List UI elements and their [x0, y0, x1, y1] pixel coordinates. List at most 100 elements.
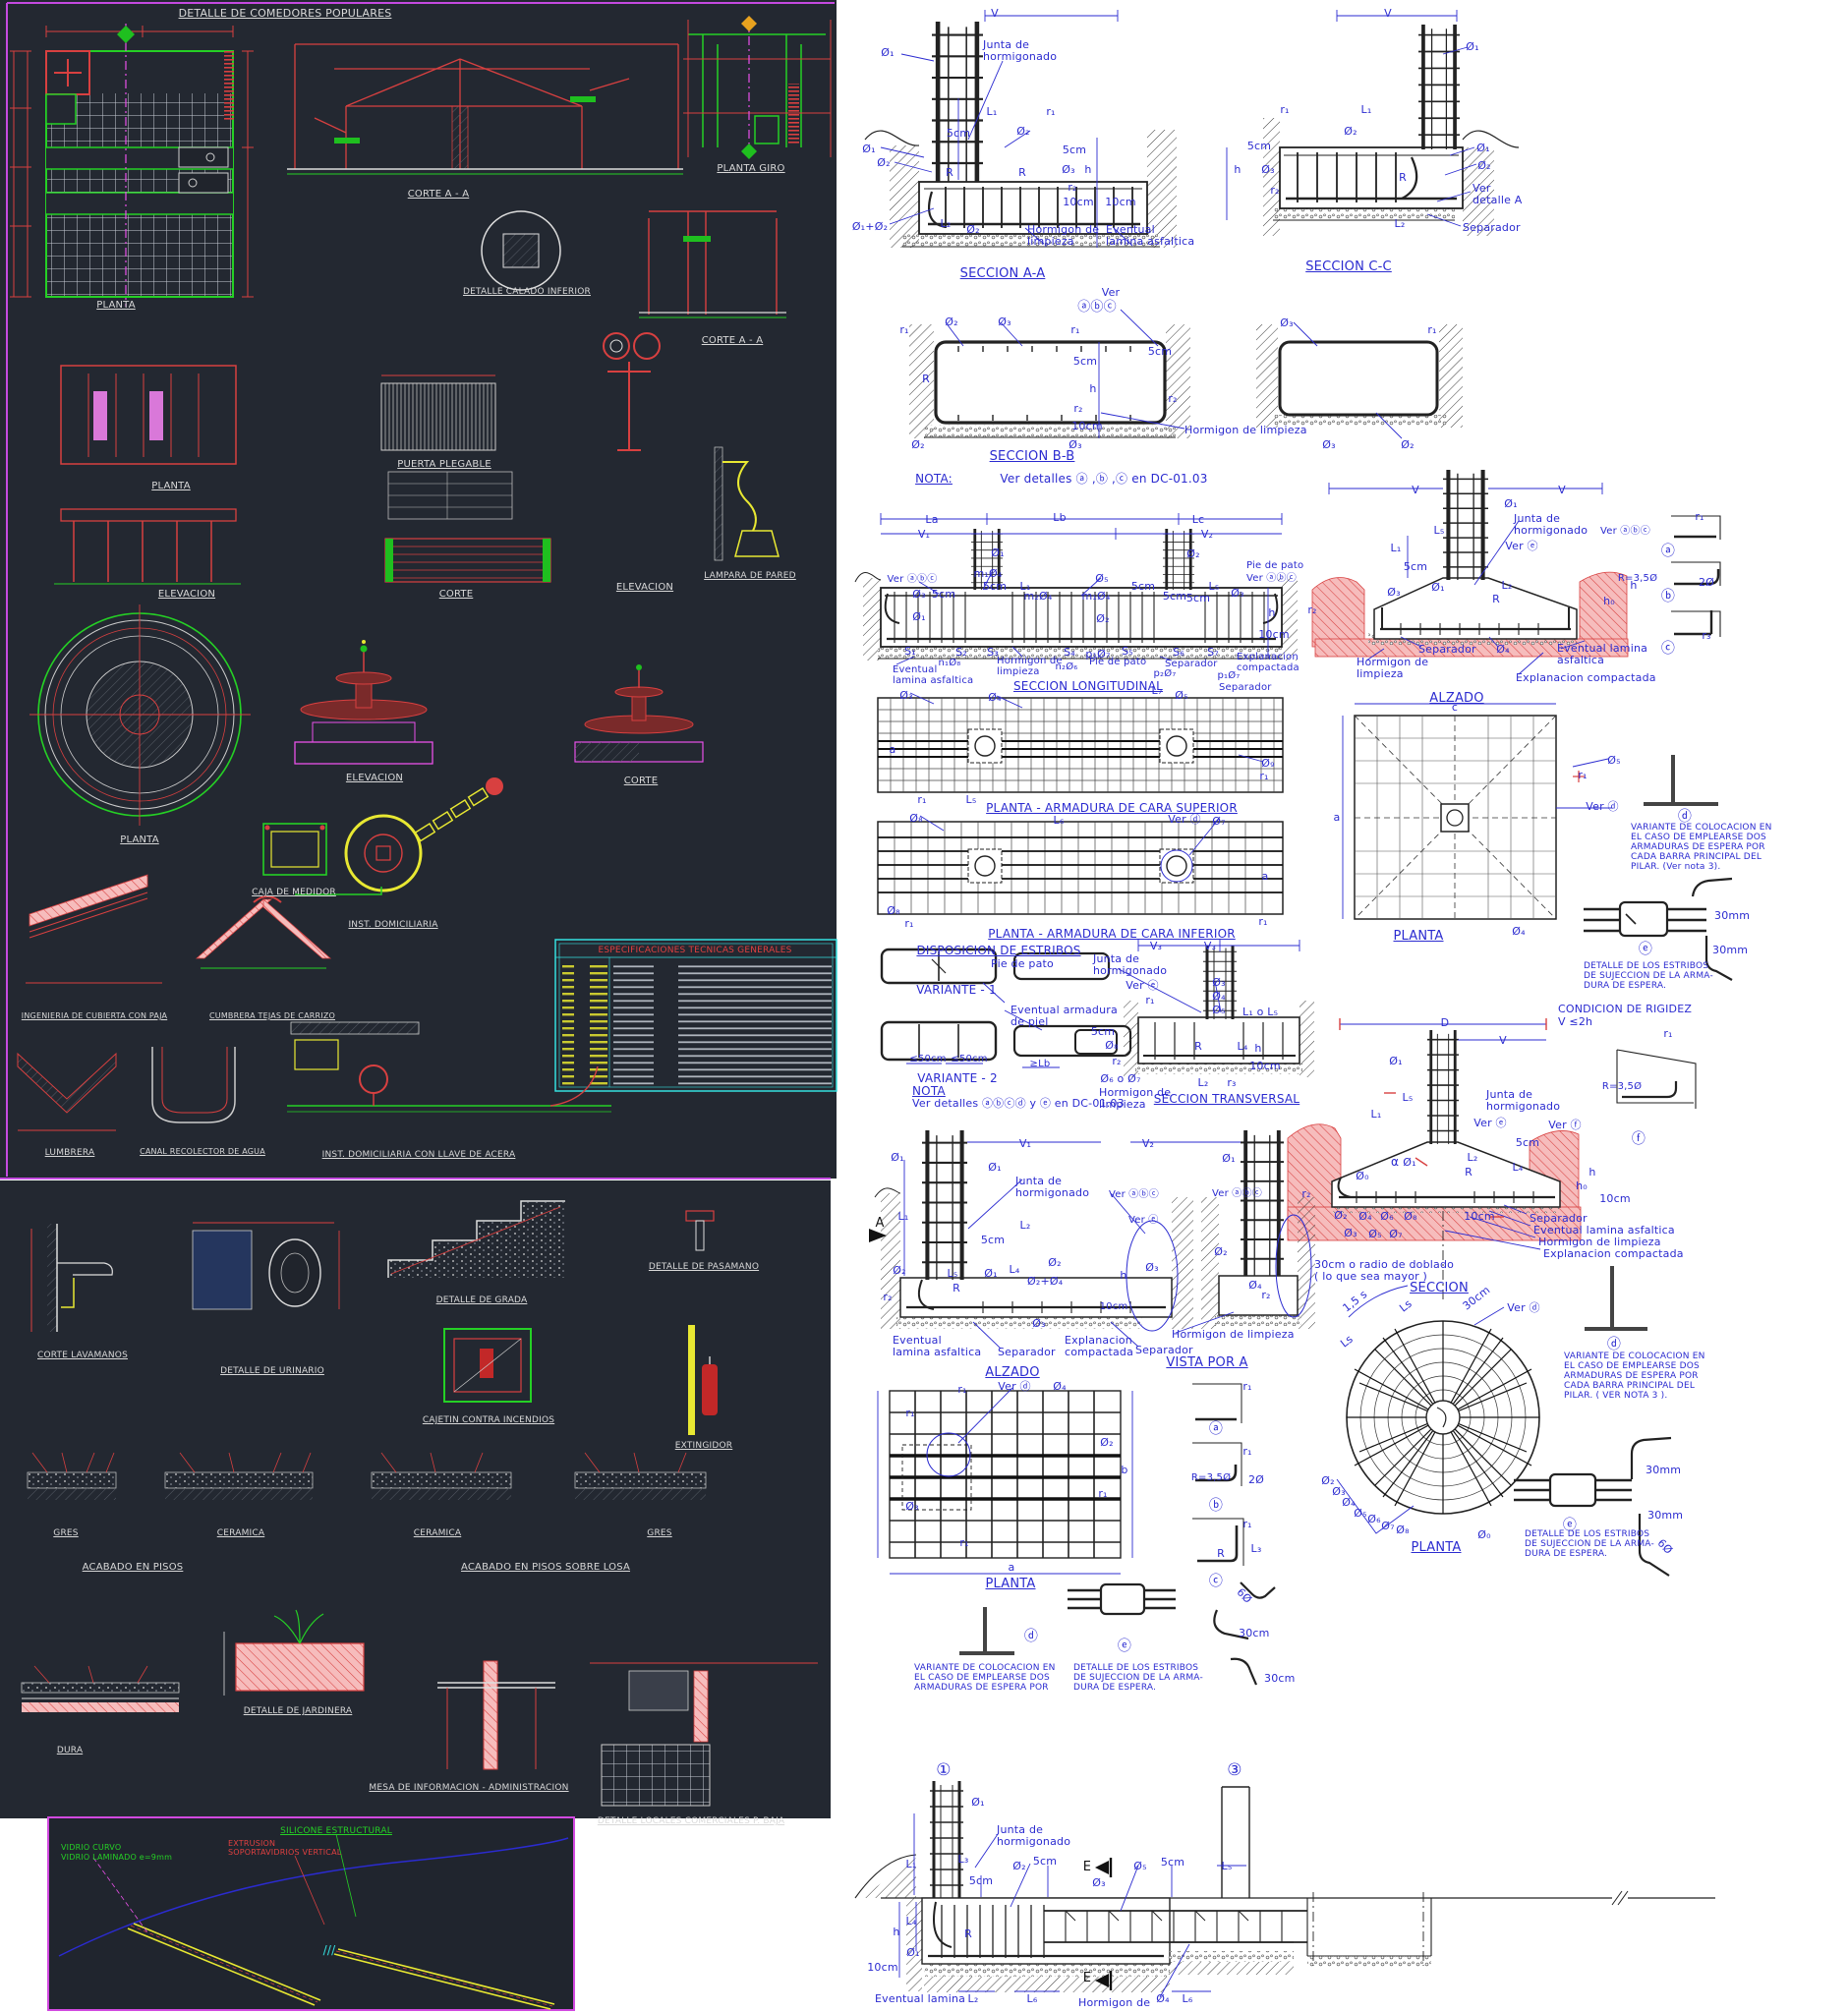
drawing-label: Eventual lamina asfaltica	[1533, 1224, 1675, 1237]
drawing-label: Separador	[1418, 643, 1476, 656]
drawing-label: V	[1499, 1034, 1507, 1047]
drawing-label: Ø₄	[988, 691, 1002, 704]
drawing-label: r₁	[899, 323, 909, 336]
drawing-label: Explanacion compactada	[1543, 1247, 1684, 1260]
drawing-label: Ø₅	[1133, 1860, 1147, 1872]
drawing-label: A	[875, 1216, 885, 1231]
drawing-label: ⓔ	[1562, 1518, 1578, 1533]
drawing-label: a	[1333, 811, 1341, 824]
drawing-label: r₂	[1261, 1289, 1271, 1301]
drawing-label: 5cm	[1072, 355, 1098, 368]
drawing-label: 30mm	[1712, 944, 1749, 956]
drawing-label: 10cm	[1464, 1210, 1495, 1223]
drawing-label: R=3,5Ø	[1601, 1081, 1643, 1092]
drawing-label: CONDICION DE RIGIDEZ	[1558, 1003, 1693, 1015]
drawing-label: Hormigon de limpieza	[1099, 1086, 1172, 1112]
drawing-title: NOTA:	[915, 472, 953, 486]
drawing-label: L₄	[1009, 1263, 1020, 1276]
drawing-label: Ø₁	[1222, 1152, 1236, 1165]
drawing-label: V	[991, 7, 999, 20]
drawing-label: Junta de hormigonado	[1093, 952, 1168, 978]
drawing-label: ⓓ	[1606, 1337, 1622, 1352]
drawing-label: r₁	[1145, 994, 1155, 1006]
drawing-label: Junta de hormigonado	[983, 38, 1058, 64]
glass-facade-detail-panel	[47, 1816, 575, 2011]
drawing-label: VARIANTE - 2	[917, 1071, 998, 1085]
drawing-title: SECCION B-B	[989, 449, 1075, 464]
drawing-label: r₁	[1663, 1027, 1673, 1040]
drawing-label: 30cm o radio de doblado ( lo que sea may…	[1314, 1258, 1455, 1284]
drawing-label: Ø₂	[877, 156, 891, 169]
drawing-label: Ø₅	[1354, 1507, 1367, 1520]
drawing-label: Eventual lamina asfaltica	[1106, 223, 1195, 249]
drawing-label: 10cm	[867, 1961, 898, 1974]
drawing-label: Ver ⓕ	[1548, 1119, 1582, 1131]
drawing-label: Ø₇	[1212, 815, 1226, 828]
drawing-label: h	[1254, 1042, 1262, 1055]
drawing-label: r₁	[1258, 915, 1268, 928]
drawing-label: Ø₂	[945, 316, 958, 328]
drawing-label: S₃	[987, 646, 999, 659]
drawing-title: NOTA	[912, 1084, 946, 1098]
drawing-label: Ver ⓓ	[1586, 800, 1619, 813]
drawing-label: 30mm	[1647, 1509, 1684, 1522]
drawing-label: 5cm	[1090, 1025, 1116, 1038]
drawing-label: h	[893, 1926, 900, 1938]
drawing-label: ⓕ	[1631, 1131, 1646, 1147]
drawing-label: L₂	[1197, 1076, 1209, 1089]
drawing-label: ⓐ	[1660, 544, 1676, 559]
drawing-label: 5cm	[1062, 144, 1087, 156]
drawing-label: 5cm	[980, 1234, 1006, 1246]
drawing-label: Ver ⓐⓑⓒ	[887, 574, 938, 585]
drawing-label: Ø₂	[1214, 1245, 1228, 1258]
drawing-label: r₂	[1073, 402, 1083, 415]
drawing-label: L₅	[1433, 524, 1445, 537]
drawing-label: 5cm	[1130, 580, 1156, 593]
drawing-label: L₆	[1026, 1992, 1038, 2005]
drawing-label: L₂	[1467, 1151, 1478, 1164]
drawing-label: L₅	[1221, 1860, 1233, 1872]
drawing-label: V	[1558, 484, 1566, 496]
drawing-label: Ø₁	[991, 546, 1005, 559]
drawing-label: r₁	[1070, 323, 1080, 336]
drawing-label: 5cm	[1515, 1136, 1540, 1149]
drawing-label: Ø₄	[1053, 1380, 1067, 1393]
drawing-title: SECCION C-C	[1305, 259, 1392, 274]
drawing-label: 5cm	[1403, 560, 1428, 573]
drawing-label: Ø₅	[1607, 754, 1621, 767]
drawing-label: S₂	[955, 646, 967, 659]
drawing-label: Ø₃	[1387, 586, 1401, 599]
drawing-label: E	[1082, 1971, 1092, 1985]
drawing-label: Ø₃	[1145, 1261, 1159, 1274]
drawing-title: DISPOSICION DE ESTRIBOS	[916, 944, 1081, 957]
drawing-label: Ø₁	[862, 143, 876, 155]
drawing-label: Ø₁	[1403, 1156, 1416, 1169]
drawing-label: Eventual armadura de piel	[1011, 1004, 1118, 1029]
model-space-panel-top	[0, 0, 837, 1179]
drawing-label: L₁	[897, 1210, 909, 1223]
drawing-label: Ver ⓓ	[998, 1380, 1031, 1393]
drawing-label: Ø₂	[1096, 612, 1110, 625]
drawing-label: Ver	[1101, 286, 1121, 299]
drawing-label: V ≤2h	[1558, 1015, 1593, 1028]
drawing-label: Lc	[1191, 513, 1205, 526]
drawing-label: b	[1121, 1464, 1128, 1476]
drawing-label: R	[1018, 166, 1026, 179]
drawing-label: Ver ⓔ	[1505, 540, 1538, 552]
drawing-label: 30mm	[1646, 1464, 1682, 1476]
drawing-label: Ø₈	[887, 904, 900, 917]
drawing-label: Ø₂	[1321, 1474, 1335, 1487]
drawing-label: L₂	[967, 1992, 979, 2005]
drawing-label: Ø₈	[909, 812, 923, 825]
drawing-label: La	[925, 513, 939, 526]
drawing-label: L₆	[1053, 814, 1065, 827]
drawing-label: Ø₂	[911, 438, 925, 451]
drawing-label: Separador	[1135, 1344, 1193, 1356]
drawing-label: h₀	[1603, 595, 1615, 607]
drawing-label: Ver ⓐⓑⓒ	[1109, 1189, 1159, 1200]
drawing-label: ≤50cm	[951, 1054, 988, 1064]
drawing-label: h	[1268, 606, 1276, 619]
drawing-label: Ver ⓔ	[1126, 979, 1159, 992]
drawing-label: Ver ⓔ	[1473, 1117, 1507, 1129]
drawing-label: r₁	[1427, 323, 1437, 336]
